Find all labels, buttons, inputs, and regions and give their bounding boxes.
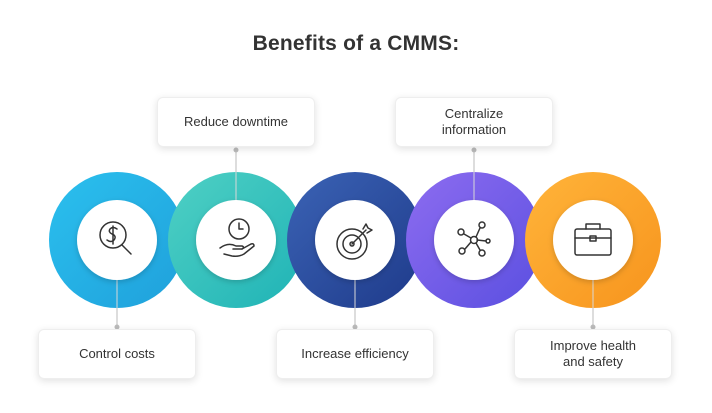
icon-circle-control-costs: [77, 200, 157, 280]
label-control-costs: Control costs: [38, 329, 196, 379]
clock-hand-icon: [219, 218, 255, 257]
label-text: Centralize information: [441, 106, 507, 137]
label-improve-health-and-safety: Improve health and safety: [514, 329, 672, 379]
label-reduce-downtime: Reduce downtime: [157, 97, 315, 147]
label-text: Reduce downtime: [183, 114, 289, 129]
connector-dot: [471, 147, 477, 153]
icon-circle-centralize-information: [434, 200, 514, 280]
icon-circle-reduce-downtime: [196, 200, 276, 280]
label-centralize-information: Centralize information: [395, 97, 553, 147]
label-text: Increase efficiency: [301, 346, 409, 361]
label-increase-efficiency: Increase efficiency: [276, 329, 434, 379]
diagram-title: Benefits of a CMMS:: [252, 32, 460, 55]
briefcase-icon: [574, 223, 612, 256]
label-text: Improve health and safety: [550, 338, 636, 369]
network-hub-icon: [457, 221, 491, 257]
dollar-magnifier-icon: [99, 221, 132, 255]
connector-dot: [233, 147, 239, 153]
label-text: Control costs: [79, 346, 155, 361]
icon-circle-improve-health: [553, 200, 633, 280]
target-icon: [336, 223, 373, 260]
